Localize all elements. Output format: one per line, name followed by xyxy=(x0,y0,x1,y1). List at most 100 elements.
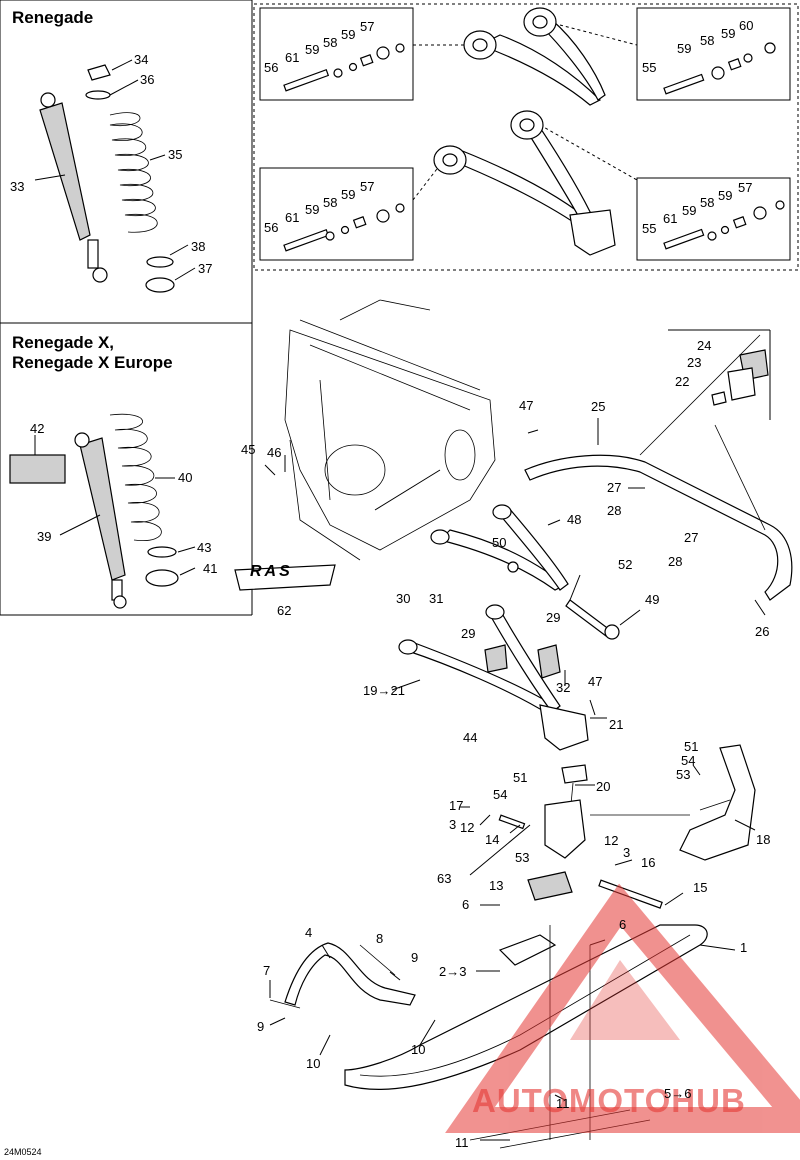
callout-52: 52 xyxy=(618,557,633,572)
callout-3b: 3 xyxy=(623,845,631,860)
callout-34: 34 xyxy=(134,52,149,67)
callout-53a: 53 xyxy=(676,767,691,782)
callout-br-61: 61 xyxy=(663,211,678,226)
callout-19-21: 19→21 xyxy=(363,683,405,698)
callout-15: 15 xyxy=(693,880,708,895)
callout-48: 48 xyxy=(567,512,582,527)
tie-rod xyxy=(565,599,620,640)
callout-tr-58: 58 xyxy=(700,33,715,48)
renegade-x-panel-title-line1: Renegade X, xyxy=(12,333,115,352)
ras-logo-box xyxy=(234,564,336,591)
renegade-x-shock-assembly xyxy=(9,413,179,609)
callout-29b: 29 xyxy=(546,610,561,625)
callout-tl-61: 61 xyxy=(285,50,300,65)
bolt-kit-bottom-right xyxy=(663,200,785,250)
callout-tr-59a: 59 xyxy=(721,26,736,41)
bolt-box-top-right xyxy=(636,7,791,101)
callout-tl-56: 56 xyxy=(264,60,279,75)
callout-tl-59a: 59 xyxy=(341,27,356,42)
ras-logo: RAS xyxy=(250,563,293,580)
callout-2-3: 2→3 xyxy=(439,964,467,979)
callout-14: 14 xyxy=(485,832,500,847)
callout-23: 23 xyxy=(687,355,702,370)
callout-tl-59b: 59 xyxy=(305,42,320,57)
callout-49: 49 xyxy=(645,592,660,607)
callout-33: 33 xyxy=(10,179,25,194)
callout-30: 30 xyxy=(396,591,411,606)
callout-38: 38 xyxy=(191,239,206,254)
callout-24: 24 xyxy=(697,338,712,353)
callout-35: 35 xyxy=(168,147,183,162)
renegade-x-panel-title-line2: Renegade X Europe xyxy=(12,353,173,372)
callout-8: 8 xyxy=(376,931,384,946)
callout-4: 4 xyxy=(305,925,313,940)
callout-11b: 11 xyxy=(455,1135,469,1150)
upper-a-arm-detail xyxy=(463,7,606,106)
callout-bl-59a: 59 xyxy=(341,187,356,202)
callout-22: 22 xyxy=(675,374,690,389)
frame-bulkhead xyxy=(284,299,496,561)
callout-9b: 9 xyxy=(257,1019,265,1034)
watermark-text: AUTOMOTOHUB xyxy=(472,1082,746,1119)
callout-54a: 54 xyxy=(681,753,696,768)
callout-br-58: 58 xyxy=(700,195,715,210)
callout-6a: 6 xyxy=(462,897,470,912)
callout-br-55: 55 xyxy=(642,221,657,236)
callout-20: 20 xyxy=(596,779,611,794)
panel-borders xyxy=(0,0,799,616)
bolt-kit-bottom-left xyxy=(283,203,405,252)
callout-bl-61: 61 xyxy=(285,210,300,225)
callout-62: 62 xyxy=(277,603,292,618)
callout-10a: 10 xyxy=(306,1056,321,1071)
reservoir xyxy=(9,454,66,484)
callout-12a: 12 xyxy=(460,820,475,835)
callout-46: 46 xyxy=(267,445,282,460)
callout-br-57: 57 xyxy=(738,180,753,195)
ski-handle xyxy=(269,942,416,1009)
callout-47b: 47 xyxy=(588,674,603,689)
callout-28a: 28 xyxy=(607,503,622,518)
watermark-triangle xyxy=(445,883,800,1133)
callout-42: 42 xyxy=(30,421,45,436)
bolt-kit-top-left xyxy=(283,43,405,92)
callout-27a: 27 xyxy=(607,480,622,495)
callout-32: 32 xyxy=(556,680,571,695)
callout-21: 21 xyxy=(609,717,624,732)
callout-41: 41 xyxy=(203,561,218,576)
bolt-kit-top-right xyxy=(663,42,776,95)
callout-40: 40 xyxy=(178,470,193,485)
callout-bl-58: 58 xyxy=(323,195,338,210)
callout-1: 1 xyxy=(740,940,748,955)
callout-br-59b: 59 xyxy=(682,203,697,218)
callout-44: 44 xyxy=(463,730,478,745)
callout-7: 7 xyxy=(263,963,271,978)
callout-28b: 28 xyxy=(668,554,683,569)
callout-br-59a: 59 xyxy=(718,188,733,203)
callout-tr-55: 55 xyxy=(642,60,657,75)
callout-63: 63 xyxy=(437,871,452,886)
diagram-code: 24M0524 xyxy=(4,1147,42,1157)
callout-51a: 51 xyxy=(684,739,699,754)
callout-43: 43 xyxy=(197,540,212,555)
callout-53b: 53 xyxy=(515,850,530,865)
callout-47a: 47 xyxy=(519,398,534,413)
callout-tl-58: 58 xyxy=(323,35,338,50)
renegade-shock-assembly xyxy=(39,64,175,293)
callout-39: 39 xyxy=(37,529,52,544)
lower-a-arm-detail xyxy=(433,110,616,256)
callout-3a: 3 xyxy=(449,817,457,832)
renegade-panel-title: Renegade xyxy=(12,8,94,27)
callout-50: 50 xyxy=(492,535,507,550)
callout-25: 25 xyxy=(591,399,606,414)
callout-bl-56: 56 xyxy=(264,220,279,235)
bolt-box-bottom-right xyxy=(636,177,791,261)
callout-54b: 54 xyxy=(493,787,508,802)
upper-a-arm-48 xyxy=(430,504,569,591)
callout-27b: 27 xyxy=(684,530,699,545)
callout-tr-59b: 59 xyxy=(677,41,692,56)
callout-16: 16 xyxy=(641,855,656,870)
callout-bl-59b: 59 xyxy=(305,202,320,217)
callout-11a: 11 xyxy=(556,1096,570,1111)
callout-10b: 10 xyxy=(411,1042,426,1057)
